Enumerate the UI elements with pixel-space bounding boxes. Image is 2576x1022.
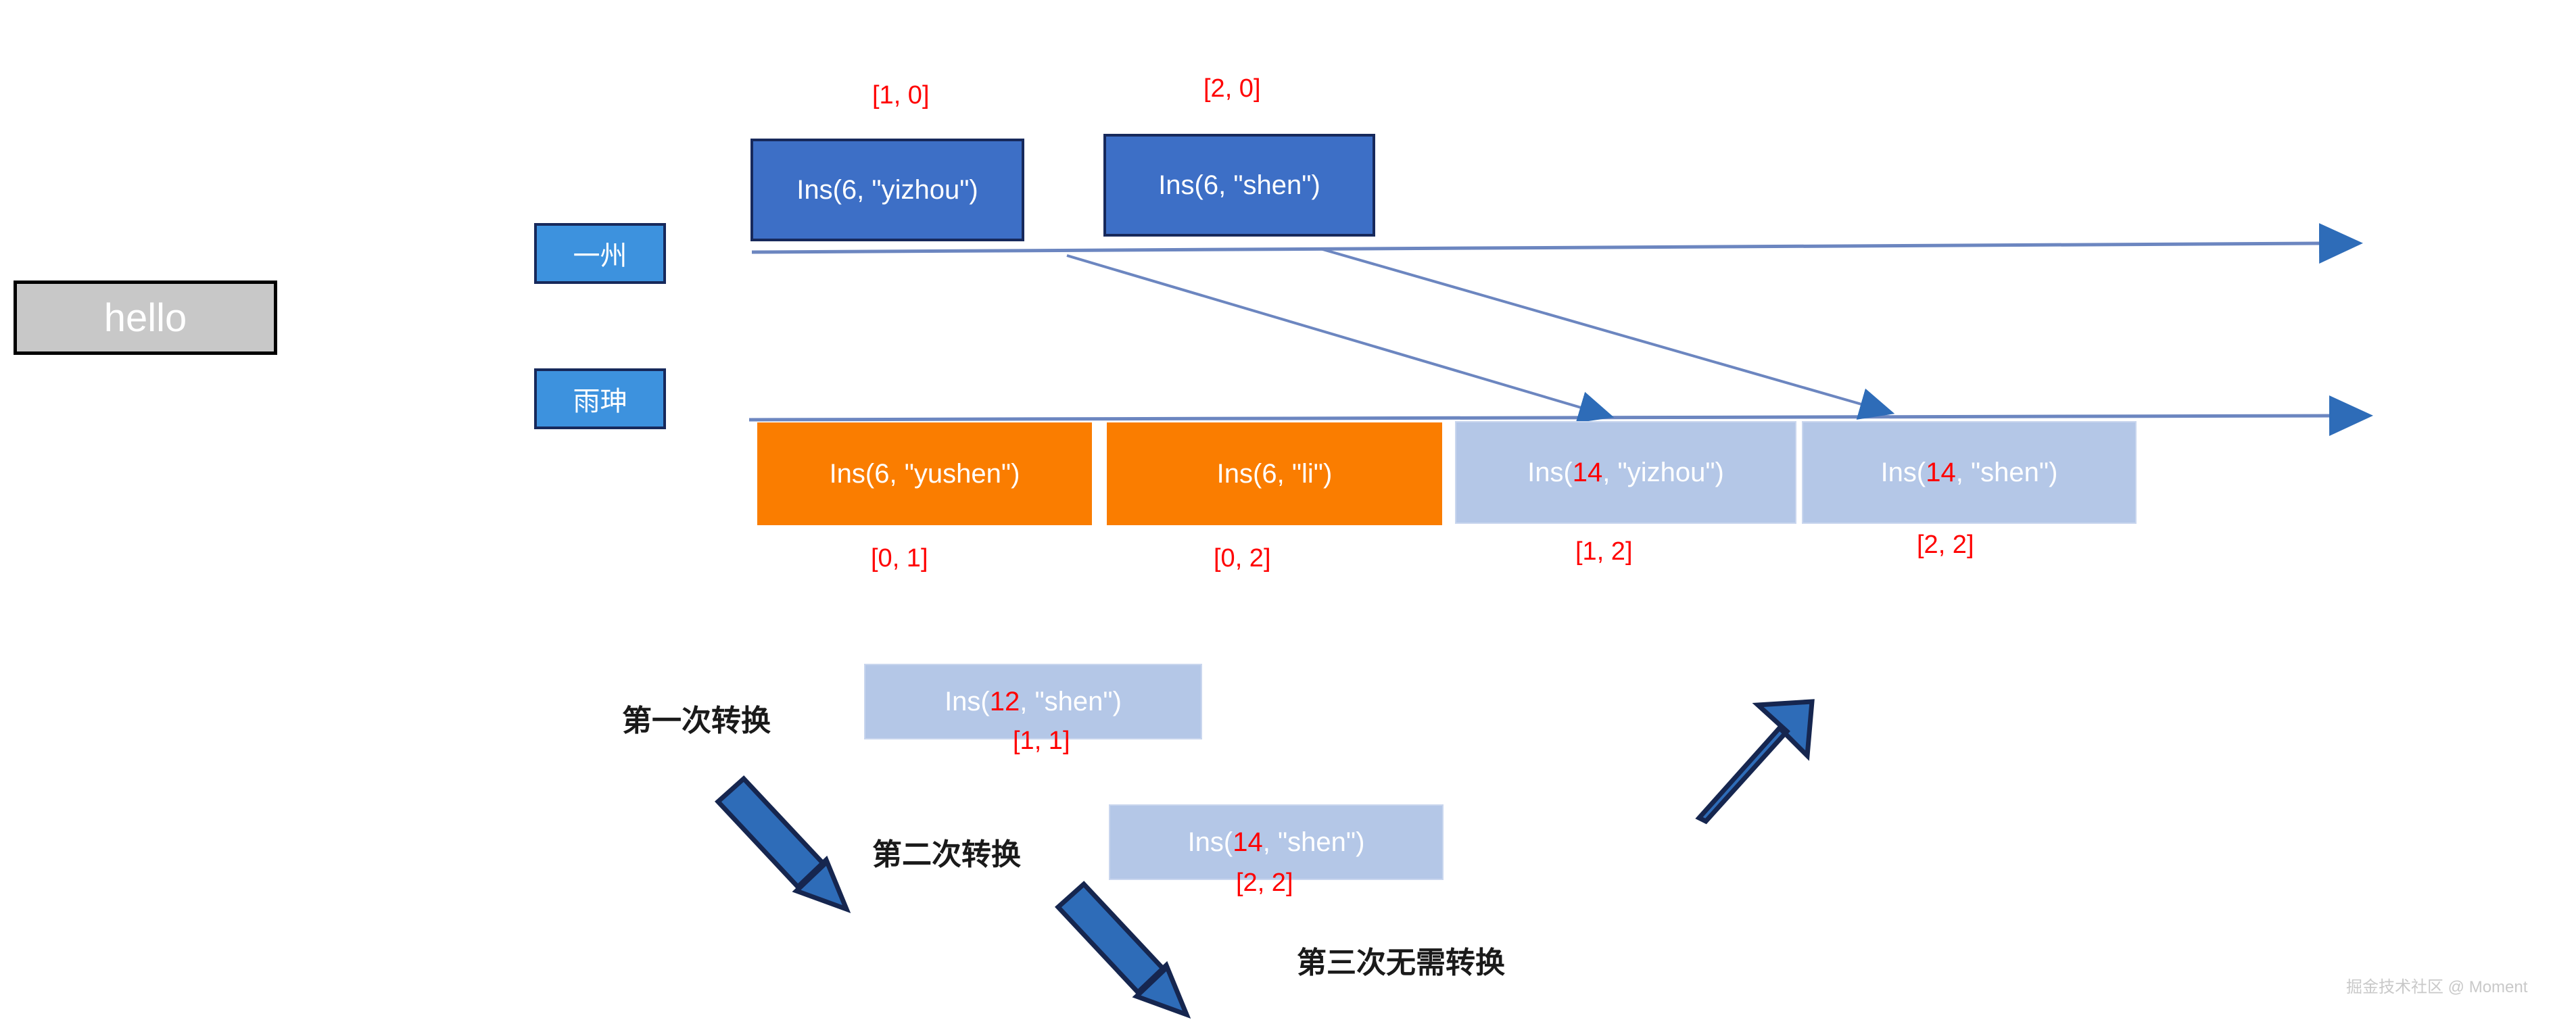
op-box-top-2[interactable]: Ins(6, "shen") xyxy=(1103,134,1375,237)
transform-step-1-caption: 第一次转换 xyxy=(622,704,771,737)
transform-step-2-op-label: Ins(14, "shen") xyxy=(1187,827,1365,857)
op-box-bottom-3-label: Ins(14, "yizhou") xyxy=(1527,458,1724,487)
op-box-bottom-1-label: Ins(6, "yushen") xyxy=(829,459,1020,489)
index-label-bottom-1: [0, 1] xyxy=(871,544,928,573)
index-label-bottom-2: [0, 2] xyxy=(1214,544,1271,573)
op-box-top-1-label: Ins(6, "yizhou") xyxy=(796,175,978,205)
block-arrow-result xyxy=(1695,699,1815,825)
transform-step-1-op-num: 12 xyxy=(989,687,1020,716)
op-box-bottom-4-label: Ins(14, "shen") xyxy=(1880,458,2058,487)
op-box-bottom-3-num: 14 xyxy=(1572,458,1603,487)
transform-step-2-index: [2, 2] xyxy=(1236,869,1293,897)
op-box-bottom-2[interactable]: Ins(6, "li") xyxy=(1107,422,1442,525)
block-arrow-step1 xyxy=(714,775,851,914)
index-label-top-1: [1, 0] xyxy=(872,81,930,110)
op-box-bottom-2-label: Ins(6, "li") xyxy=(1216,459,1333,489)
lane-tag-yizhou-label: 一州 xyxy=(573,241,627,271)
op-box-bottom-4-num: 14 xyxy=(1926,458,1956,487)
transform-arrow-2 xyxy=(1320,247,1895,420)
transform-step-1-index: [1, 1] xyxy=(1013,727,1070,755)
hello-box: hello xyxy=(14,281,277,355)
lane-tag-yushen-label: 雨珅 xyxy=(573,387,627,416)
index-label-bottom-3: [1, 2] xyxy=(1575,537,1633,566)
transform-step-1-op-label: Ins(12, "shen") xyxy=(945,687,1122,716)
transform-arrow-1 xyxy=(1066,254,1615,423)
hello-box-label: hello xyxy=(103,295,187,340)
op-box-bottom-4[interactable]: Ins(14, "shen") xyxy=(1802,421,2137,524)
op-box-bottom-1[interactable]: Ins(6, "yushen") xyxy=(757,422,1092,525)
index-label-top-2: [2, 0] xyxy=(1203,74,1261,103)
op-box-top-1[interactable]: Ins(6, "yizhou") xyxy=(750,139,1024,241)
transform-step-1-op-box[interactable]: Ins(12, "shen") xyxy=(864,664,1202,739)
transform-step-3-caption: 第三次无需转换 xyxy=(1297,946,1505,979)
transform-step-2-caption: 第二次转换 xyxy=(872,838,1021,871)
op-box-bottom-3[interactable]: Ins(14, "yizhou") xyxy=(1455,421,1796,524)
transform-step-2-op-box[interactable]: Ins(14, "shen") xyxy=(1109,804,1444,880)
lane-tag-yizhou: 一州 xyxy=(534,223,666,284)
timeline-top xyxy=(751,223,2363,264)
index-label-bottom-4: [2, 2] xyxy=(1917,531,1974,559)
block-arrow-step2 xyxy=(1054,881,1191,1019)
op-box-top-2-label: Ins(6, "shen") xyxy=(1158,170,1320,200)
transform-step-2-op-num: 14 xyxy=(1233,827,1263,857)
watermark: 掘金技术社区 @ Moment xyxy=(2346,978,2528,996)
timeline-bottom xyxy=(748,395,2373,437)
lane-tag-yushen: 雨珅 xyxy=(534,368,666,429)
